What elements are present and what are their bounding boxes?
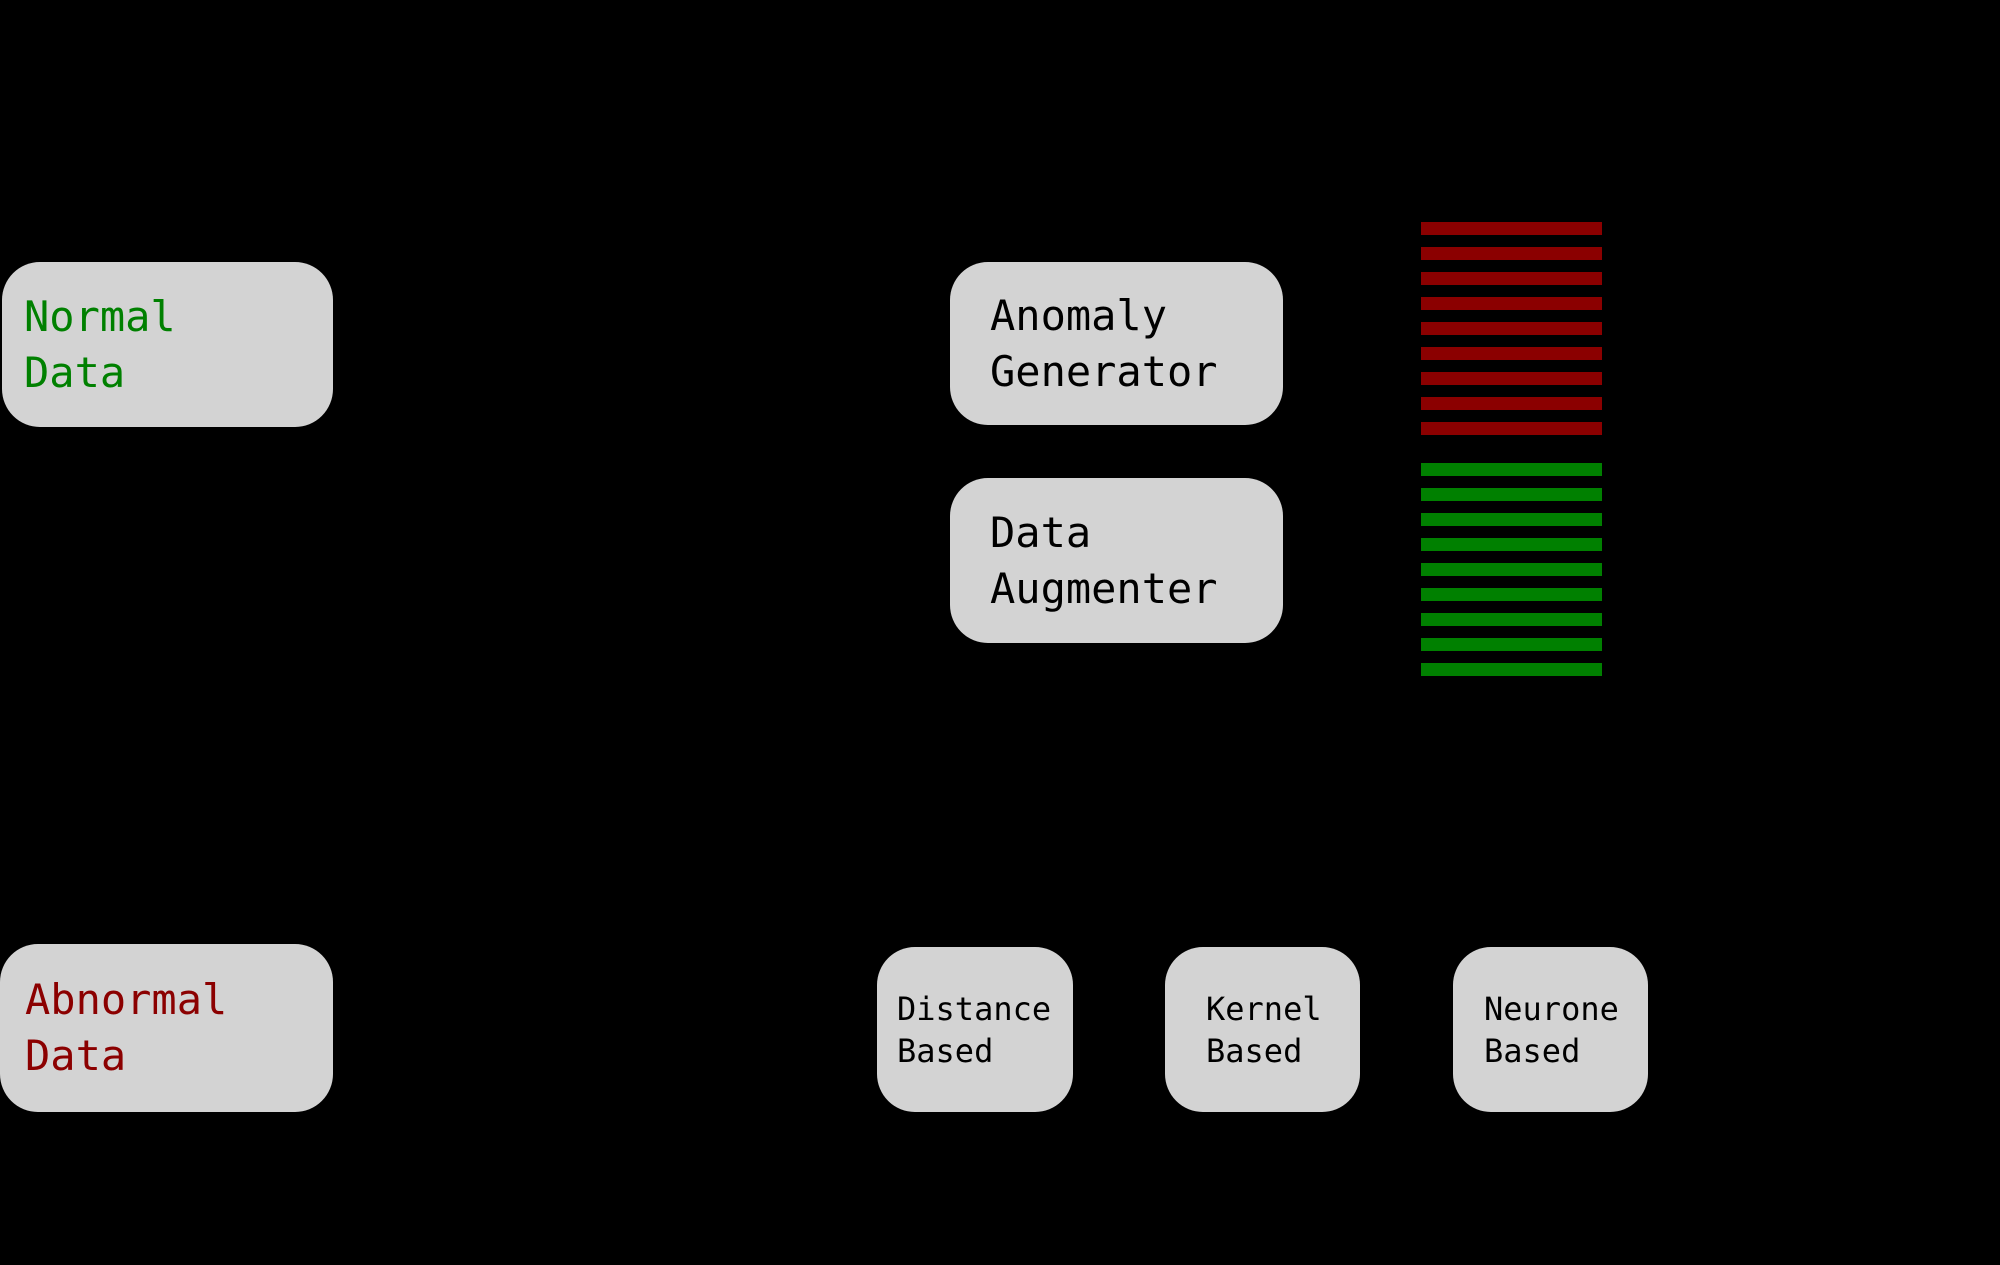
abnormal-data-label: Abnormal Data — [25, 975, 228, 1080]
anomalous-data-stripe — [1421, 247, 1602, 260]
augmented-data-stripe — [1421, 638, 1602, 651]
augmented-data-stripe — [1421, 463, 1602, 476]
augmented-data-stripe — [1421, 563, 1602, 576]
anomalous-data-stripe — [1421, 322, 1602, 335]
augmented-data-stripe-stack — [1421, 463, 1602, 676]
anomalous-data-stripe — [1421, 422, 1602, 435]
augmented-data-stripe — [1421, 488, 1602, 501]
augmented-data-stripe — [1421, 588, 1602, 601]
anomaly-generator-label: Anomaly Generator — [990, 290, 1218, 396]
augmented-data-stripe — [1421, 538, 1602, 551]
node-abnormal-data: Abnormal Data — [0, 944, 333, 1112]
anomalous-data-stripe — [1421, 272, 1602, 285]
normal-data-label: Normal Data — [24, 291, 176, 397]
anomalous-data-stripe — [1421, 222, 1602, 235]
distance-based-label: Distance Based — [897, 989, 1052, 1070]
anomalous-data-stripe — [1421, 372, 1602, 385]
kernel-based-label: Kernel Based — [1206, 989, 1322, 1070]
neurone-based-label: Neurone Based — [1484, 989, 1619, 1070]
node-neurone-based: Neurone Based — [1453, 947, 1648, 1112]
node-anomaly-generator: Anomaly Generator — [950, 262, 1283, 425]
anomalous-data-stripe — [1421, 347, 1602, 360]
node-data-augmenter: Data Augmenter — [950, 478, 1283, 643]
augmented-data-stripe — [1421, 513, 1602, 526]
augmented-data-stripe — [1421, 613, 1602, 626]
node-distance-based: Distance Based — [877, 947, 1073, 1112]
data-augmenter-label: Data Augmenter — [990, 507, 1218, 613]
anomalous-data-stripe — [1421, 297, 1602, 310]
anomalous-data-stripe — [1421, 397, 1602, 410]
node-normal-data: Normal Data — [2, 262, 333, 427]
anomalous-data-stripe-stack — [1421, 222, 1602, 435]
augmented-data-stripe — [1421, 663, 1602, 676]
node-kernel-based: Kernel Based — [1165, 947, 1360, 1112]
